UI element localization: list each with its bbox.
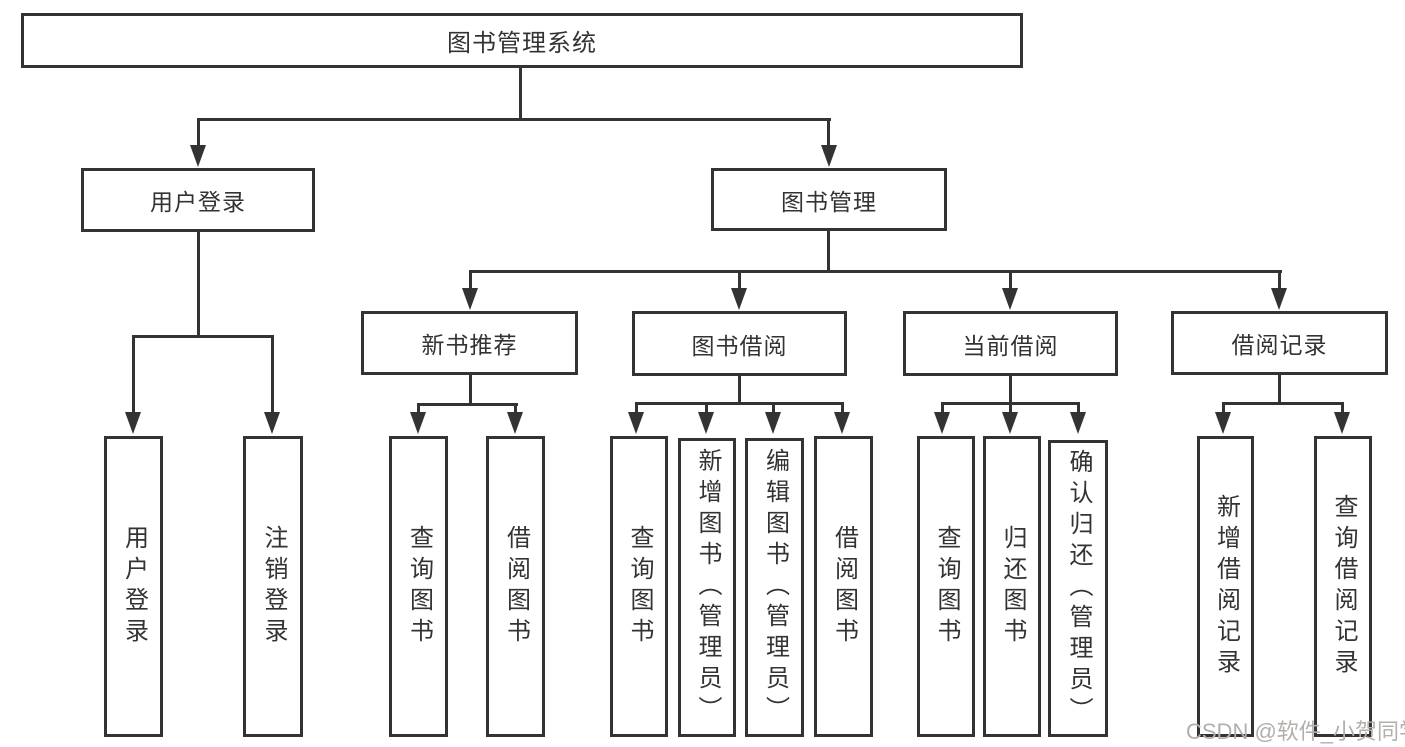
csdn-watermark: CSDN @软件_小贺同学 <box>1186 719 1405 744</box>
arrowhead-down-icon <box>821 145 837 167</box>
node-label: 编辑图书（管理员） <box>761 448 789 727</box>
connector-line <box>1278 273 1281 290</box>
arrowhead-down-icon <box>264 412 280 434</box>
connector-line <box>417 403 518 406</box>
connector-line <box>635 402 844 405</box>
connector-line <box>519 68 522 118</box>
arrowhead-down-icon <box>1002 288 1018 310</box>
node-label: 用户登录 <box>120 524 148 649</box>
connector-line <box>738 273 741 290</box>
node-label: 图书借阅 <box>691 332 788 359</box>
connector-line <box>132 335 274 338</box>
arrowhead-down-icon <box>1334 412 1350 434</box>
node-book-borrowing: 图书借阅 <box>632 311 847 376</box>
connector-line <box>772 405 775 412</box>
leaf-logout-login: 注销登录 <box>243 436 303 737</box>
leaf-borrow-book-under-borrowing: 借阅图书 <box>814 436 873 737</box>
arrowhead-down-icon <box>834 412 850 434</box>
node-label: 新书推荐 <box>421 332 518 358</box>
connector-line <box>132 338 135 412</box>
node-label: 确认归还（管理员） <box>1065 449 1092 728</box>
connector-line <box>827 121 830 147</box>
node-label: 借阅图书 <box>830 524 858 649</box>
connector-line <box>197 118 831 121</box>
leaf-add-book-admin: 新增图书（管理员） <box>678 438 736 737</box>
leaf-query-book-under-current: 查询图书 <box>917 436 975 737</box>
node-label: 查询图书 <box>405 524 433 649</box>
connector-line <box>197 121 200 147</box>
node-borrowing-records: 借阅记录 <box>1171 311 1388 375</box>
connector-line <box>1222 402 1344 405</box>
connector-line <box>1341 405 1344 412</box>
arrowhead-down-icon <box>410 412 426 434</box>
arrowhead-down-icon <box>1070 412 1086 434</box>
connector-line <box>827 231 830 272</box>
node-label: 注销登录 <box>260 524 287 649</box>
node-label: 借阅记录 <box>1231 332 1328 358</box>
node-label: 用户登录 <box>150 189 246 215</box>
connector-line <box>941 405 944 412</box>
connector-line <box>514 406 517 413</box>
connector-line <box>197 232 200 335</box>
leaf-query-book-under-new-book: 查询图书 <box>389 436 448 737</box>
node-label: 借阅图书 <box>502 524 530 649</box>
connector-line <box>738 376 741 404</box>
arrowhead-down-icon <box>765 412 781 434</box>
connector-line <box>271 338 274 412</box>
connector-line <box>469 273 472 290</box>
leaf-return-book: 归还图书 <box>983 436 1041 737</box>
arrowhead-down-icon <box>934 412 950 434</box>
node-label: 查询借阅记录 <box>1330 493 1357 680</box>
connector-line <box>1009 273 1012 290</box>
leaf-edit-book-admin: 编辑图书（管理员） <box>745 438 804 737</box>
connector-line <box>1077 405 1080 412</box>
connector-line <box>941 402 1080 405</box>
connector-line <box>1222 405 1225 412</box>
node-book-management: 图书管理 <box>711 168 947 231</box>
node-label: 新增图书（管理员） <box>694 448 721 727</box>
leaf-query-borrow-record: 查询借阅记录 <box>1314 436 1372 737</box>
connector-line <box>705 405 708 412</box>
leaf-confirm-return-admin: 确认归还（管理员） <box>1048 440 1108 737</box>
connector-line <box>1009 405 1012 412</box>
leaf-borrow-book-under-new-book: 借阅图书 <box>486 436 545 737</box>
arrowhead-down-icon <box>698 412 714 434</box>
node-label: 查询图书 <box>933 524 960 649</box>
node-new-book-recommend: 新书推荐 <box>361 311 578 375</box>
arrowhead-down-icon <box>628 412 644 434</box>
connector-line <box>417 406 420 413</box>
arrowhead-down-icon <box>125 412 141 434</box>
arrowhead-down-icon <box>1002 412 1018 434</box>
connector-line <box>841 405 844 412</box>
leaf-add-borrow-record: 新增借阅记录 <box>1197 436 1254 737</box>
node-label: 图书管理系统 <box>447 30 597 57</box>
connector-line <box>1278 375 1281 404</box>
arrowhead-down-icon <box>1215 412 1231 434</box>
connector-line <box>469 270 1282 273</box>
connector-line <box>635 405 638 412</box>
node-current-borrowing: 当前借阅 <box>903 311 1118 376</box>
arrowhead-down-icon <box>507 412 523 434</box>
node-label: 新增借阅记录 <box>1212 493 1240 680</box>
arrowhead-down-icon <box>190 145 206 167</box>
connector-line <box>469 375 472 405</box>
node-root-library-management-system: 图书管理系统 <box>21 13 1023 68</box>
arrowhead-down-icon <box>731 288 747 310</box>
arrowhead-down-icon <box>1271 288 1287 310</box>
node-label: 当前借阅 <box>962 332 1059 359</box>
node-label: 归还图书 <box>999 524 1026 649</box>
node-user-login: 用户登录 <box>81 168 315 232</box>
connector-line <box>1009 376 1012 404</box>
node-label: 查询图书 <box>626 524 653 649</box>
node-label: 图书管理 <box>781 188 877 215</box>
leaf-user-login: 用户登录 <box>104 436 163 737</box>
arrowhead-down-icon <box>462 288 478 310</box>
leaf-query-book-under-borrowing: 查询图书 <box>610 436 668 737</box>
